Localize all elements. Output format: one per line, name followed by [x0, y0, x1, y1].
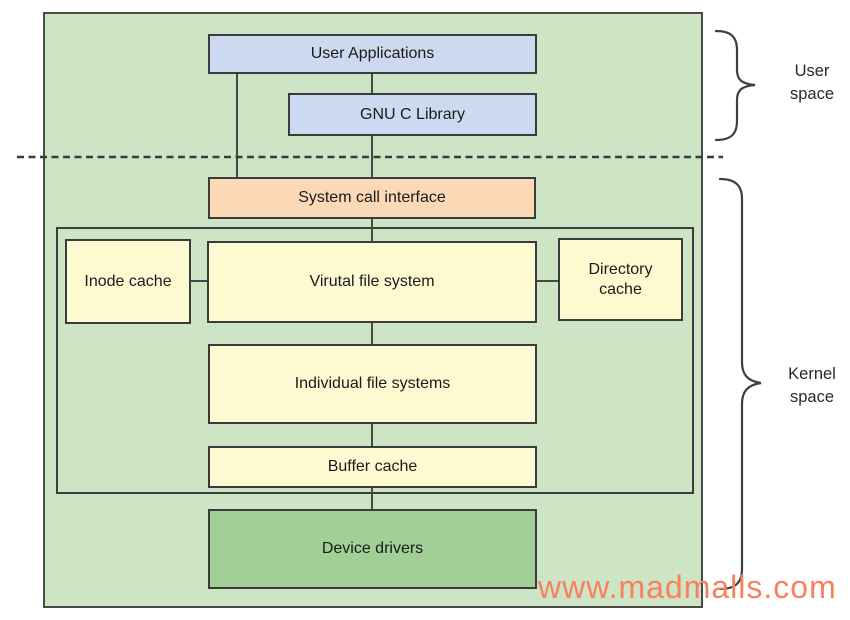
box-buffer-cache-label: Buffer cache	[327, 458, 418, 475]
box-virtual-file-system: Virutal file system	[207, 241, 537, 323]
box-directory-cache-label: Directory cache	[588, 260, 653, 298]
box-system-call-interface: System call interface	[208, 177, 536, 219]
box-individual-file-systems-label: Individual file systems	[294, 375, 451, 392]
box-gnu-c-library-label: GNU C Library	[360, 105, 465, 123]
box-individual-file-systems: Individual file systems	[208, 344, 537, 424]
box-inode-cache: Inode cache	[65, 239, 191, 324]
box-system-call-interface-label: System call interface	[298, 189, 446, 206]
watermark-text: www.madmalls.com	[538, 569, 837, 605]
box-user-applications: User Applications	[208, 34, 537, 74]
kernel-space-brace	[718, 177, 762, 591]
box-gnu-c-library: GNU C Library	[288, 93, 537, 136]
box-device-drivers: Device drivers	[208, 509, 537, 589]
box-device-drivers-label: Device drivers	[321, 540, 424, 557]
user-space-label: User space	[789, 62, 835, 103]
kernel-subsystem-outline	[56, 227, 694, 494]
box-inode-cache-label: Inode cache	[84, 272, 172, 290]
kernel-space-label: Kernel space	[788, 365, 836, 406]
box-virtual-file-system-label: Virutal file system	[309, 273, 435, 290]
box-directory-cache: Directory cache	[558, 238, 683, 321]
box-buffer-cache: Buffer cache	[208, 446, 537, 488]
user-space-brace	[714, 29, 756, 142]
box-user-applications-label: User Applications	[310, 45, 435, 62]
